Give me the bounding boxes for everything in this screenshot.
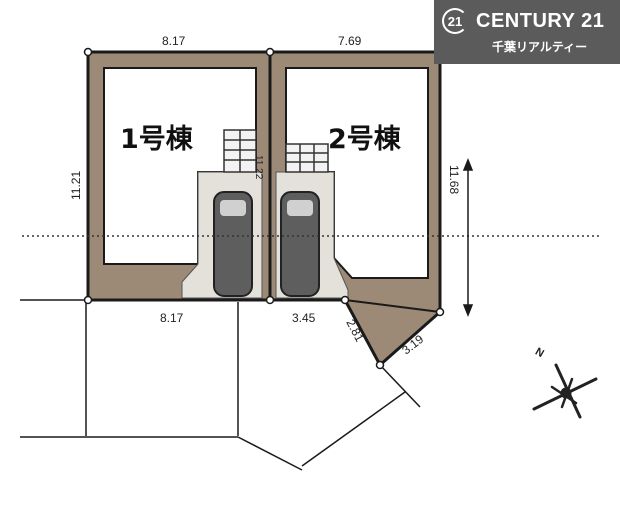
compass-north-icon bbox=[532, 363, 598, 419]
dim-top-lot2: 7.69 bbox=[338, 34, 362, 48]
entrance-stairs-2 bbox=[285, 143, 329, 173]
century21-logo: 21 CENTURY 21 千葉リアルティー bbox=[434, 0, 620, 64]
brand-name: CENTURY 21 bbox=[476, 9, 605, 32]
car-2 bbox=[280, 191, 320, 297]
brand-subtitle: 千葉リアルティー bbox=[492, 40, 588, 54]
dim-bottom-lot1: 8.17 bbox=[160, 311, 184, 325]
entrance-stairs-1 bbox=[223, 129, 257, 173]
dim-left-side: 11.21 bbox=[69, 171, 83, 200]
road-lines bbox=[20, 299, 441, 471]
dim-bottom-lot2: 3.45 bbox=[292, 311, 316, 325]
dim-right-side: 11.68 bbox=[447, 165, 461, 194]
c21-badge-icon: 21 bbox=[442, 8, 468, 34]
lot-1-label: 1号棟 bbox=[120, 124, 194, 155]
compass-north-label: N bbox=[533, 346, 546, 360]
dim-middle-boundary: 11.22 bbox=[253, 155, 264, 180]
lot-2-label: 2号棟 bbox=[328, 124, 402, 155]
survey-points bbox=[83, 47, 445, 370]
right-dimension-arrow bbox=[462, 157, 474, 318]
car-1 bbox=[213, 191, 253, 297]
dim-top-lot1: 8.17 bbox=[162, 34, 186, 48]
